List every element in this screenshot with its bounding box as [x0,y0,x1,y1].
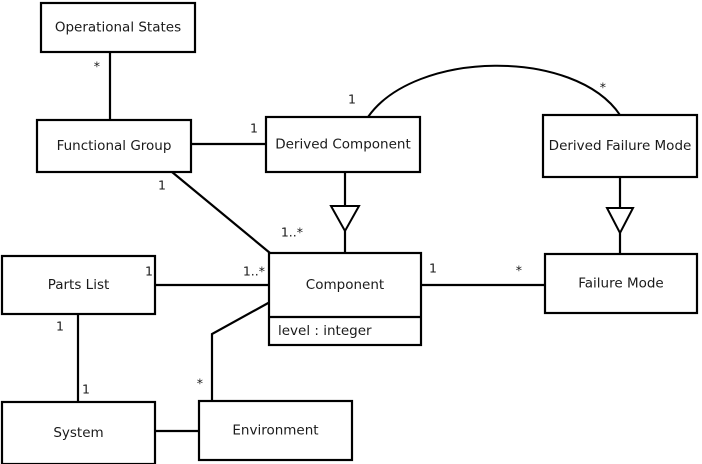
multiplicity-label-mult-system-partslist: 1 [82,382,90,397]
multiplicity-label-mult-arc-dfm: * [600,80,606,95]
generalizations-layer [329,172,635,254]
multiplicity-label-mult-partslist-system: 1 [56,319,64,334]
class-name-label: Derived Failure Mode [549,138,692,154]
class-box-derived-component[interactable]: Derived Component [264,115,422,174]
class-box-system[interactable]: System [0,400,157,464]
multiplicity-label-mult-opstates-fg: * [94,59,100,74]
class-name-label: Environment [232,423,318,439]
class-box-outline [267,251,423,347]
class-name-label: Component [306,277,384,293]
multiplicity-label-mult-partslist-side: 1 [145,264,153,279]
class-name-label: Derived Component [275,137,411,153]
class-name-label: Functional Group [57,138,172,154]
multiplicity-label-mult-component-fm: 1 [429,261,437,276]
edge-polyline [210,301,271,401]
class-box-outline [543,252,699,315]
generalization-derived-failure-mode-generalizes-failure-mode [605,177,635,254]
generalization-derived-component-generalizes-component [329,172,361,253]
class-box-outline [35,118,193,174]
class-name-label: Parts List [48,277,110,293]
generalization-triangle-icon [329,205,361,234]
class-name-label: System [53,425,103,441]
class-box-component[interactable]: Component level : integer [267,251,423,347]
multiplicities-layer: * 1 1 * 1 1..* 1 1..* 1 * 1 1 * [56,59,606,397]
multiplicity-label-mult-arc-dc: 1 [348,92,356,107]
class-box-outline [39,1,197,54]
edge-environment-to-component [210,301,271,401]
multiplicity-label-mult-component-partslist: 1..* [243,264,265,279]
class-box-environment[interactable]: Environment [197,399,354,462]
class-box-outline [0,400,157,464]
edge-functional-group-to-component [171,171,271,254]
multiplicity-label-mult-fg-component: 1 [158,178,166,193]
edge-polyline [171,171,271,254]
class-box-functional-group[interactable]: Functional Group [35,118,193,174]
multiplicity-label-mult-fg-dc-left: 1 [250,121,258,136]
edge-derived-component-to-derived-failure-mode [367,64,621,118]
class-attribute-label: level : integer [278,323,372,339]
class-box-parts-list[interactable]: Parts List [0,254,157,316]
multiplicity-label-mult-environment-comp: * [197,376,203,391]
class-box-derived-failure-mode[interactable]: Derived Failure Mode [541,113,699,179]
class-box-operational-states[interactable]: Operational States [39,1,197,54]
class-box-outline [197,399,354,462]
class-name-label: Operational States [55,20,181,36]
class-box-outline [541,113,699,179]
class-name-label: Failure Mode [578,276,664,292]
multiplicity-label-mult-component-fg: 1..* [281,225,303,240]
edges-layer [76,52,621,433]
class-box-outline [264,115,422,174]
multiplicity-label-mult-failuremode-side: * [516,263,522,278]
edge-arc-path [367,64,621,118]
class-box-failure-mode[interactable]: Failure Mode [543,252,699,315]
class-box-outline [0,254,157,316]
generalization-triangle-icon [605,207,635,236]
